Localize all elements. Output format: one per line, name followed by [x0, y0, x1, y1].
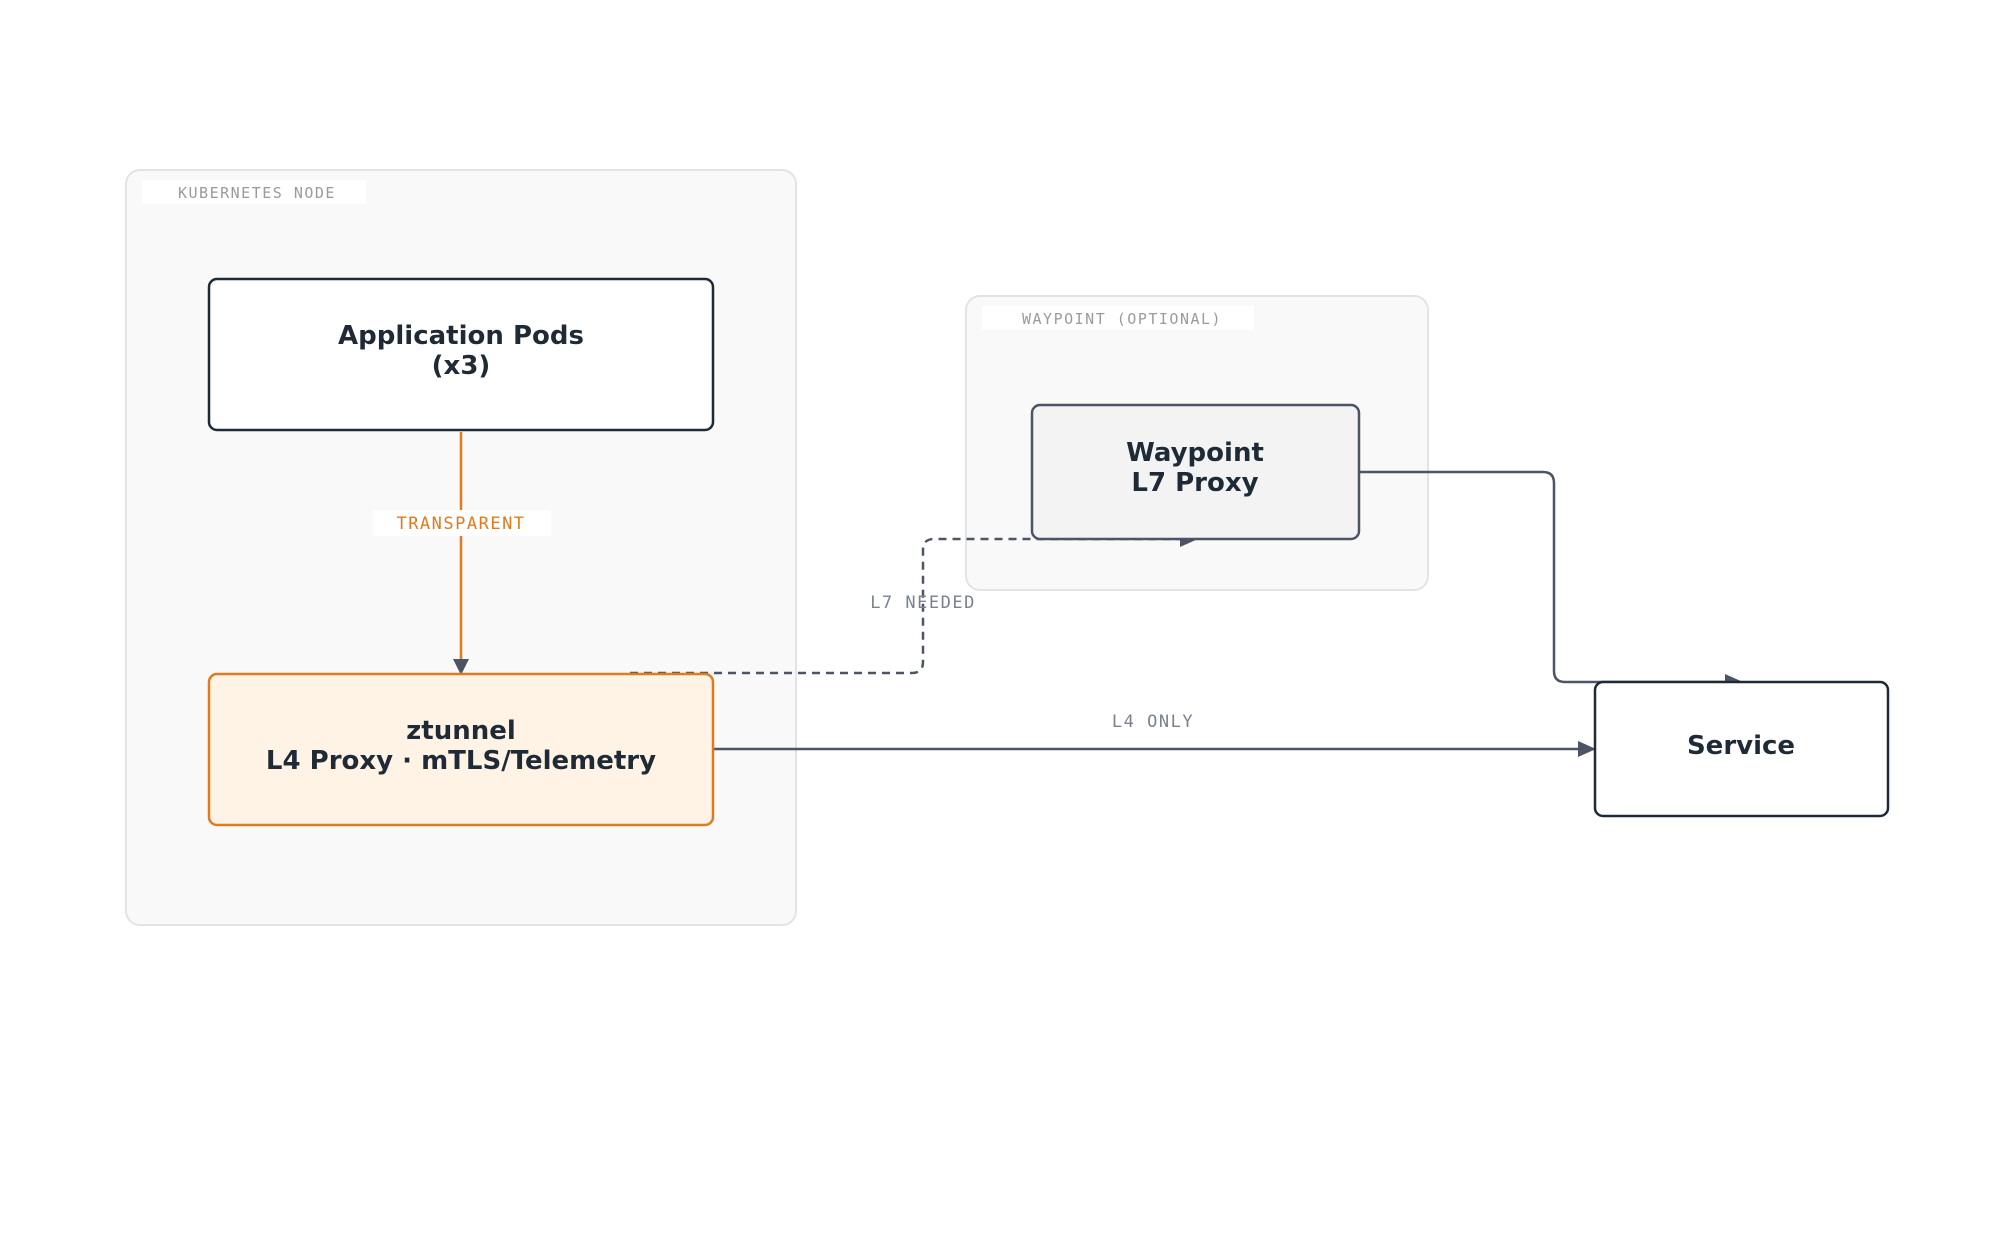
edge-transparent-label-bg	[373, 510, 551, 536]
waypoint-proxy-box	[1030, 403, 1361, 541]
ztunnel-box	[207, 672, 715, 827]
ztunnel-title: ztunnel	[406, 716, 516, 746]
edge-transparent-label: TRANSPARENT	[396, 514, 525, 534]
kubernetes-node-label-bg	[142, 180, 366, 204]
application-pods-count: (x3)	[432, 351, 491, 381]
ztunnel-subtitle: L4 Proxy · mTLS/Telemetry	[266, 746, 656, 776]
application-pods-box	[207, 277, 715, 432]
waypoint-proxy-subtitle: L7 Proxy	[1131, 468, 1258, 498]
waypoint-proxy-node[interactable]: Waypoint L7 Proxy	[1030, 403, 1361, 541]
waypoint-proxy-title: Waypoint	[1126, 438, 1264, 468]
application-pods-node[interactable]: Application Pods (x3)	[207, 277, 715, 432]
edge-waypoint-service-line	[1360, 470, 1740, 684]
service-node[interactable]: Service	[1593, 680, 1890, 818]
edge-transparent: TRANSPARENT	[373, 432, 551, 675]
edge-transparent-arrowhead	[453, 659, 469, 675]
edge-l4-only-label: L4 ONLY	[1112, 712, 1194, 732]
service-title: Service	[1687, 731, 1795, 761]
edge-l4-only: L4 ONLY	[714, 712, 1596, 757]
service-box	[1593, 680, 1890, 818]
waypoint-group-label-bg	[982, 306, 1254, 330]
edge-l7-needed-line	[630, 537, 1192, 675]
application-pods-title: Application Pods	[338, 321, 584, 351]
edge-l4-only-arrowhead	[1578, 741, 1596, 757]
ztunnel-node[interactable]: ztunnel L4 Proxy · mTLS/Telemetry	[207, 672, 715, 827]
kubernetes-node-label: KUBERNETES NODE	[178, 184, 336, 202]
waypoint-group-label: WAYPOINT (OPTIONAL)	[1022, 310, 1222, 328]
edge-l7-needed-label: L7 NEEDED	[870, 593, 976, 613]
